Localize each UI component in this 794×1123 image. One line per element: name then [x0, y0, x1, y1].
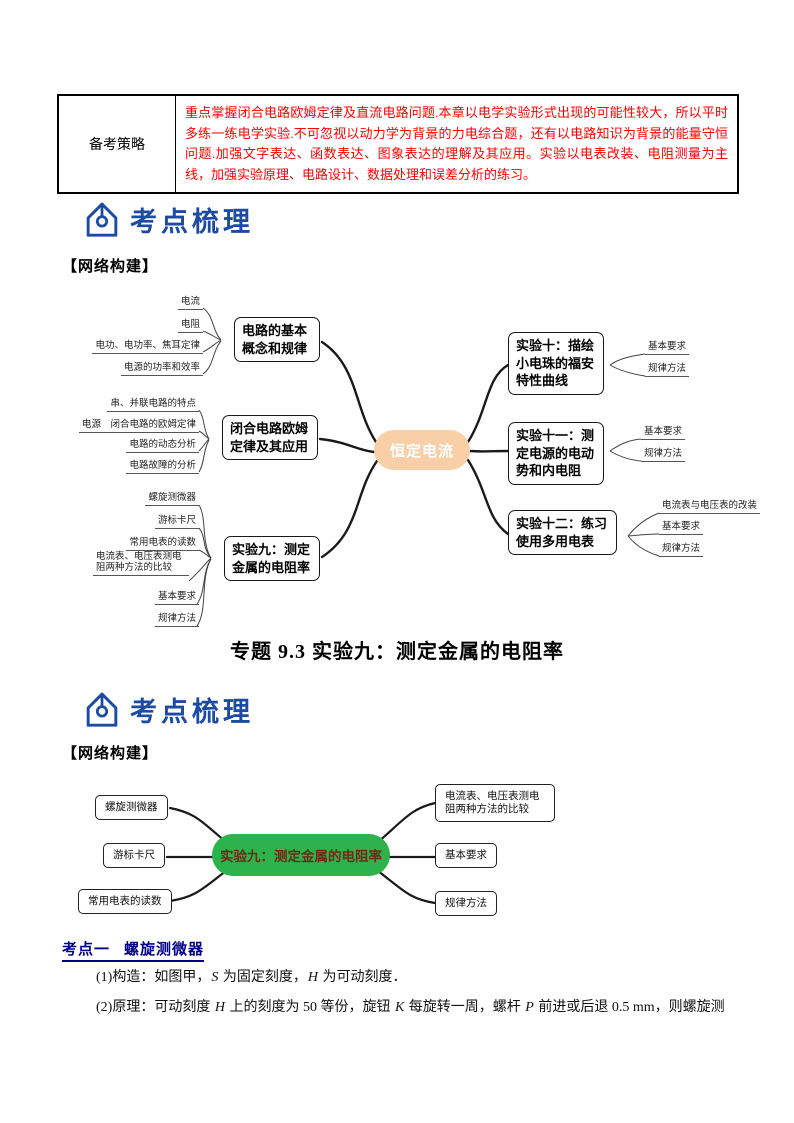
mindmap2-node-two-methods-compare: 电流表、电压表测电阻两种方法的比较: [435, 784, 555, 822]
mindmap2-node-vernier-caliper: 游标卡尺: [103, 843, 165, 868]
leaf-series-parallel: 串、并联电路的特点: [107, 398, 199, 412]
mindmap1-main-branches: [318, 340, 510, 559]
leaf-exp12-meter-refit: 电流表与电压表的改装: [659, 500, 761, 514]
mindmap1-branch-circuit-basics: 电路的基本概念和规律: [234, 317, 320, 362]
leaf-rule-methods: 规律方法: [154, 613, 199, 627]
leaf-fault-analysis: 电路故障的分析: [126, 460, 199, 474]
mindmap2-main-branches: [165, 801, 437, 905]
leaf-micrometer: 螺旋测微器: [145, 492, 199, 506]
section-header-1: 考点梳理: [85, 200, 254, 239]
paragraph-principle: (2)原理：可动刻度 H 上的刻度为 50 等份，旋钮 K 每旋转一周，螺杆 P…: [96, 1000, 725, 1015]
mindmap1-branch-experiment-12: 实验十二：练习使用多用电表: [508, 510, 617, 555]
mindmap2-node-rule-methods: 规律方法: [435, 891, 497, 916]
mindmap2-node-basic-requirements: 基本要求: [435, 843, 497, 868]
paragraph-structure: (1)构造：如图甲，S 为固定刻度，H 为可动刻度．: [96, 970, 407, 985]
leaf-power-efficiency: 电源的功率和效率: [120, 362, 203, 376]
leaf-dynamic-analysis: 电路的动态分析: [126, 439, 199, 453]
strategy-table-content-cell: 重点掌握闭合电路欧姆定律及直流电路问题.本章以电学实验形式出现的可能性较大，所以…: [185, 105, 728, 182]
mindmap1-branch-experiment-10: 实验十：描绘小电珠的福安特性曲线: [508, 332, 604, 395]
leaf-exp12-basic: 基本要求: [659, 521, 704, 535]
strategy-table: 备考策略 重点掌握闭合电路欧姆定律及直流电路问题.本章以电学实验形式出现的可能性…: [57, 94, 739, 194]
leaf-exp10-basic: 基本要求: [645, 341, 690, 355]
pen-nib-icon: [86, 692, 118, 727]
leaf-basic-requirements: 基本要求: [154, 591, 199, 605]
leaf-two-methods-compare: 电流表、电压表测电阻两种方法的比较: [93, 551, 189, 576]
mindmap1-center-node: 恒定电流: [374, 430, 470, 470]
network-label-2: 【网络构建】: [62, 745, 159, 762]
leaf-resistance: 电阻: [177, 319, 203, 333]
leaf-exp11-rule: 规律方法: [641, 448, 686, 462]
leaf-exp11-basic: 基本要求: [641, 426, 686, 440]
keypoint-label: 考点一: [62, 941, 111, 958]
mindmap1-branch-closed-circuit-ohm: 闭合电路欧姆定律及其应用: [222, 415, 318, 460]
section-title: 考点梳理: [130, 207, 254, 237]
leaf-source-ohm-law: 电源 闭合电路的欧姆定律: [78, 419, 199, 433]
leaf-exp10-rule: 规律方法: [645, 363, 690, 377]
page-title: 专题 9.3 实验九：测定金属的电阻率: [230, 641, 564, 663]
leaf-current: 电流: [177, 296, 203, 310]
keypoint-heading: 考点一螺旋测微器: [62, 938, 205, 962]
section-title: 考点梳理: [130, 697, 254, 727]
network-label-1: 【网络构建】: [62, 258, 159, 275]
mindmap2-center-node: 实验九：测定金属的电阻率: [212, 834, 390, 876]
leaf-meter-reading: 常用电表的读数: [126, 537, 199, 551]
keypoint-title: 螺旋测微器: [124, 941, 205, 958]
leaf-exp12-rule: 规律方法: [659, 543, 704, 557]
section-header-2: 考点梳理: [85, 690, 254, 729]
strategy-table-header-cell: 备考策略: [59, 96, 176, 192]
mindmap1-branch-experiment-9: 实验九：测定金属的电阻率: [224, 536, 320, 581]
leaf-electric-work: 电功、电功率、焦耳定律: [92, 340, 203, 354]
mindmap2-node-micrometer: 螺旋测微器: [95, 795, 168, 820]
mindmap1-branch-experiment-11: 实验十一：测定电源的电动势和内电阻: [508, 422, 604, 485]
mindmap1-leaf-brackets: [188, 307, 660, 627]
mindmap2-node-meter-reading: 常用电表的读数: [78, 889, 172, 914]
pen-nib-icon: [86, 202, 118, 237]
leaf-vernier-caliper: 游标卡尺: [154, 515, 199, 529]
